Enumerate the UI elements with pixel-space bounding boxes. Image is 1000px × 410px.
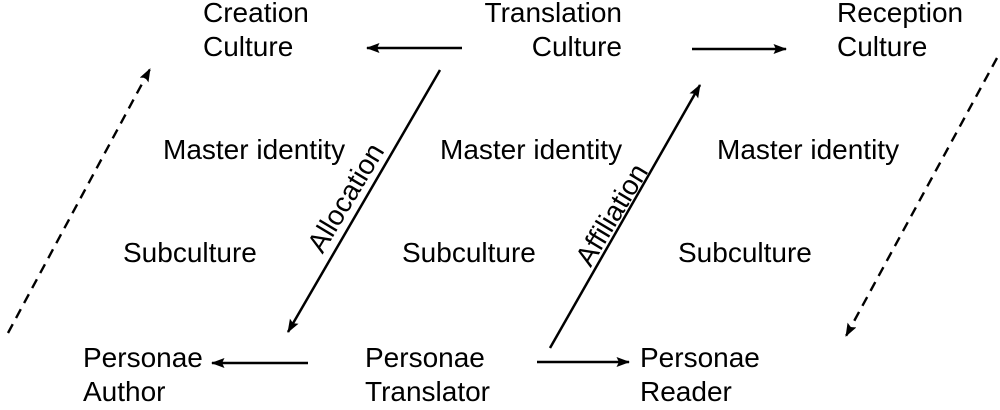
creation-culture-label: Creation Culture bbox=[203, 0, 309, 64]
master-identity-left-label: Master identity bbox=[163, 134, 346, 165]
subculture-left-label: Subculture bbox=[123, 237, 257, 268]
translation-culture-line2: Culture bbox=[531, 31, 622, 62]
personae-translator-label: Personae Translator bbox=[365, 341, 490, 409]
creation-culture-line2: Culture bbox=[203, 31, 294, 62]
allocation-arrow bbox=[286, 69, 442, 333]
personae-author-line1: Personae bbox=[83, 342, 203, 373]
personae-translator-line2: Translator bbox=[365, 376, 491, 407]
translation-culture-line1: Translation bbox=[484, 0, 622, 28]
master-identity-right-label: Master identity bbox=[717, 134, 900, 165]
personae-reader-line2: Reader bbox=[640, 376, 732, 407]
subculture-right-label: Subculture bbox=[678, 237, 812, 268]
creation-culture-line1: Creation bbox=[203, 0, 309, 28]
personae-author-line2: Author bbox=[83, 376, 166, 407]
personae-author-label: Personae Author bbox=[83, 341, 203, 409]
master-identity-center-label: Master identity bbox=[440, 134, 623, 165]
affiliation-arrow bbox=[548, 84, 702, 349]
right-dashed-arrow bbox=[844, 57, 999, 337]
personae-translator-line1: Personae bbox=[365, 342, 485, 373]
reception-culture-line2: Culture bbox=[837, 31, 928, 62]
subculture-center-label: Subculture bbox=[402, 237, 536, 268]
reception-culture-label: Reception Culture bbox=[837, 0, 963, 64]
reception-culture-line1: Reception bbox=[837, 0, 964, 28]
translation-culture-label: Translation Culture bbox=[482, 0, 622, 64]
personae-reader-line1: Personae bbox=[640, 342, 760, 373]
left-dashed-arrow bbox=[6, 68, 152, 334]
personae-reader-label: Personae Reader bbox=[640, 341, 760, 409]
